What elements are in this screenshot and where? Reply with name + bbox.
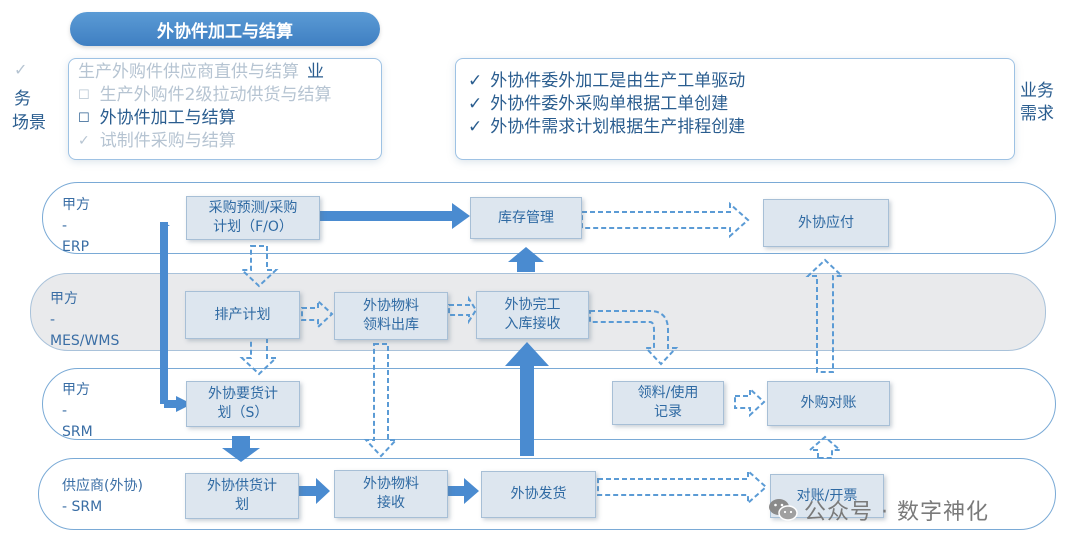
box-material-out: 外协物料 领料出库 (334, 292, 448, 340)
scenario-item-active: ☐ 外协件加工与结算 (78, 107, 378, 130)
scenario-label-part2: 场景 (12, 113, 46, 133)
arrow-recv-to-ship (447, 478, 479, 504)
box-ship: 外协发货 (481, 471, 596, 518)
scenario-item-text: 生产外购件2级拉动供货与结算 (99, 85, 332, 105)
lane-supplier (38, 458, 1056, 530)
requirements-label: 业务 需求 (1020, 81, 1054, 124)
box-supply-plan: 外协供货计 划 (185, 473, 299, 519)
lane-erp (42, 182, 1056, 254)
box-inventory: 库存管理 (470, 197, 582, 239)
lane-label-erp: 甲方 - ERP (62, 197, 90, 255)
check-icon: ✓ (468, 117, 483, 137)
arrow-inventory-to-payable (581, 201, 750, 239)
lane-label-srm: 甲方 - SRM (62, 382, 93, 440)
scenario-panel (68, 58, 382, 160)
box-reconcile: 外购对账 (767, 381, 890, 426)
watermark: 公众号 · 数字神化 (768, 494, 989, 526)
arrow-demand-to-supply (222, 436, 260, 462)
requirement-item: ✓ 外协件需求计划根据生产排程创建 (468, 116, 745, 139)
box-usage-record: 领料/使用 记录 (612, 381, 724, 425)
scenario-label-part1: 务 (14, 89, 31, 109)
box-purchase-forecast: 采购预测/采购 计划（F/O） (186, 196, 320, 240)
requirement-item: ✓ 外协件委外加工是由生产工单驱动 (468, 70, 745, 93)
scenario-item: ✓ 试制件采购与结算 (78, 130, 378, 153)
requirement-text: 外协件需求计划根据生产排程创建 (490, 117, 746, 137)
scenario-item-text: 外协件加工与结算 (99, 108, 236, 128)
scenario-label-part0: 业 (307, 62, 324, 82)
arrow-schedule-to-material (301, 298, 334, 330)
requirement-text: 外协件委外加工是由生产工单驱动 (490, 71, 746, 91)
arrow-forecast-to-schedule (239, 245, 279, 288)
arrow-usage-to-reconcile (734, 386, 766, 418)
arrow-forecast-demand-link (160, 222, 168, 404)
requirements-panel (455, 58, 1015, 160)
arrow-schedule-to-demand (239, 337, 279, 376)
checkbox-icon: ☐ (78, 111, 90, 126)
page-title: 外协件加工与结算 (70, 12, 380, 46)
arrow-recv-to-materialout (363, 343, 399, 458)
scenario-item: ☐ 生产外购件2级拉动供货与结算 (78, 84, 378, 107)
arrow-invoice-to-reconcile (807, 435, 843, 459)
scenario-item-text: 试制件采购与结算 (99, 131, 236, 151)
box-complete-in: 外协完工 入库接收 (476, 291, 589, 339)
scenario-item-text: 生产外购件供应商直供与结算 (78, 62, 299, 82)
check-icon: ✓ (468, 71, 483, 91)
scenario-item: 生产外购件供应商直供与结算 业 (78, 61, 378, 84)
check-icon: ✓ (468, 94, 483, 114)
arrow-link-to-demand (164, 396, 192, 412)
arrow-complete-to-usage (589, 310, 679, 366)
arrow-material-to-complete (448, 295, 478, 325)
arrow-ship-to-invoice (597, 468, 768, 506)
watermark-text: 公众号 · 数字神化 (804, 500, 989, 525)
check-icon: ✓ (78, 133, 90, 149)
box-schedule: 排产计划 (185, 291, 300, 339)
box-payable: 外协应付 (763, 199, 889, 247)
wechat-icon (769, 499, 798, 521)
lane-label-supplier: 供应商(外协) - SRM (62, 478, 143, 515)
scenario-list: 生产外购件供应商直供与结算 业 ☐ 生产外购件2级拉动供货与结算 ☐ 外协件加工… (78, 61, 378, 153)
arrow-reconcile-to-payable (805, 258, 845, 373)
requirements-list: ✓ 外协件委外加工是由生产工单驱动 ✓ 外协件委外采购单根据工单创建 ✓ 外协件… (468, 70, 745, 139)
box-demand-plan: 外协要货计 划（S） (186, 381, 300, 427)
lane-srm (42, 368, 1056, 440)
lane-label-mes-wms: 甲方 - MES/WMS (50, 291, 120, 349)
box-material-recv: 外协物料 接收 (334, 470, 448, 518)
arrow-complete-to-inventory (508, 247, 544, 272)
scenario-check-mark: ✓ (14, 60, 28, 79)
arrow-forecast-to-inventory (318, 203, 470, 229)
arrow-ship-to-complete (505, 342, 549, 456)
requirement-item: ✓ 外协件委外采购单根据工单创建 (468, 93, 745, 116)
arrow-supply-to-recv (298, 478, 330, 504)
requirement-text: 外协件委外采购单根据工单创建 (490, 94, 729, 114)
checkbox-icon: ☐ (78, 88, 90, 103)
